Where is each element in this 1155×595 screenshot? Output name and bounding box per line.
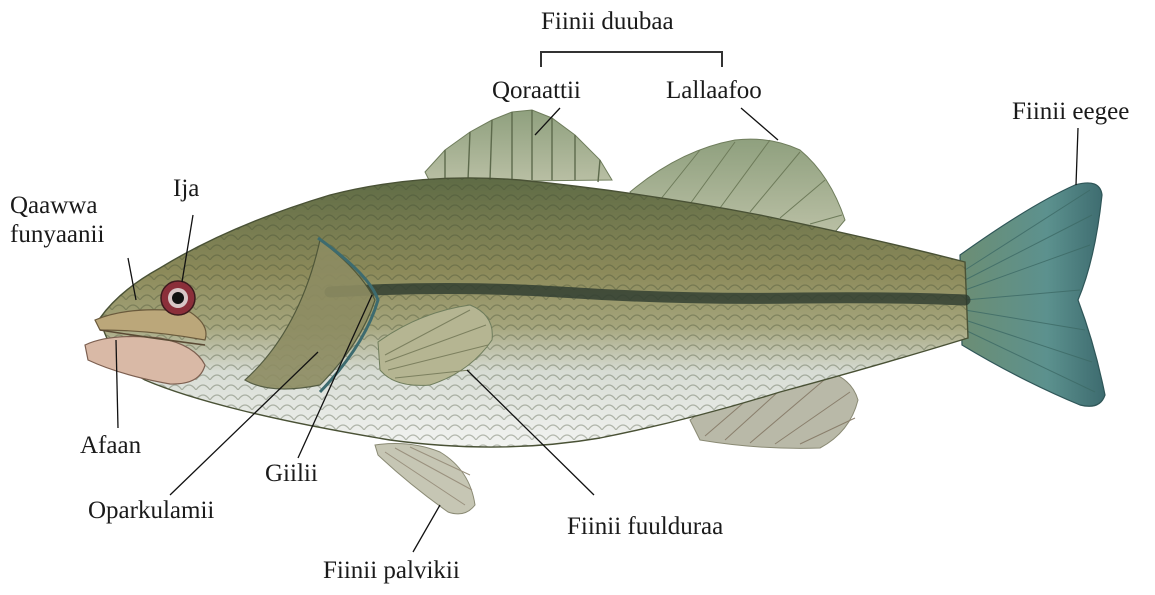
label-eye: Ija [173, 175, 199, 204]
spiny-dorsal-fin [425, 110, 612, 182]
label-pelvic-fin: Fiinii palvikii [323, 557, 460, 586]
label-mouth: Afaan [80, 432, 141, 461]
eye-pupil [172, 292, 184, 304]
leader-pelvic [413, 505, 440, 552]
leader-tail [1076, 128, 1078, 185]
dorsal-fin-bracket [541, 52, 722, 67]
label-dorsal-fin: Fiinii duubaa [541, 8, 674, 37]
leader-soft [741, 108, 778, 140]
label-pectoral-fin: Fiinii fuulduraa [567, 513, 723, 542]
label-nostril: Qaawwa funyaanii [10, 192, 104, 250]
label-gill: Giilii [265, 460, 318, 489]
label-tail-fin: Fiinii eegee [1012, 98, 1129, 127]
label-soft-dorsal: Lallaafoo [666, 77, 762, 106]
label-spiny-dorsal: Qoraattii [492, 77, 581, 106]
label-operculum: Oparkulamii [88, 497, 214, 526]
